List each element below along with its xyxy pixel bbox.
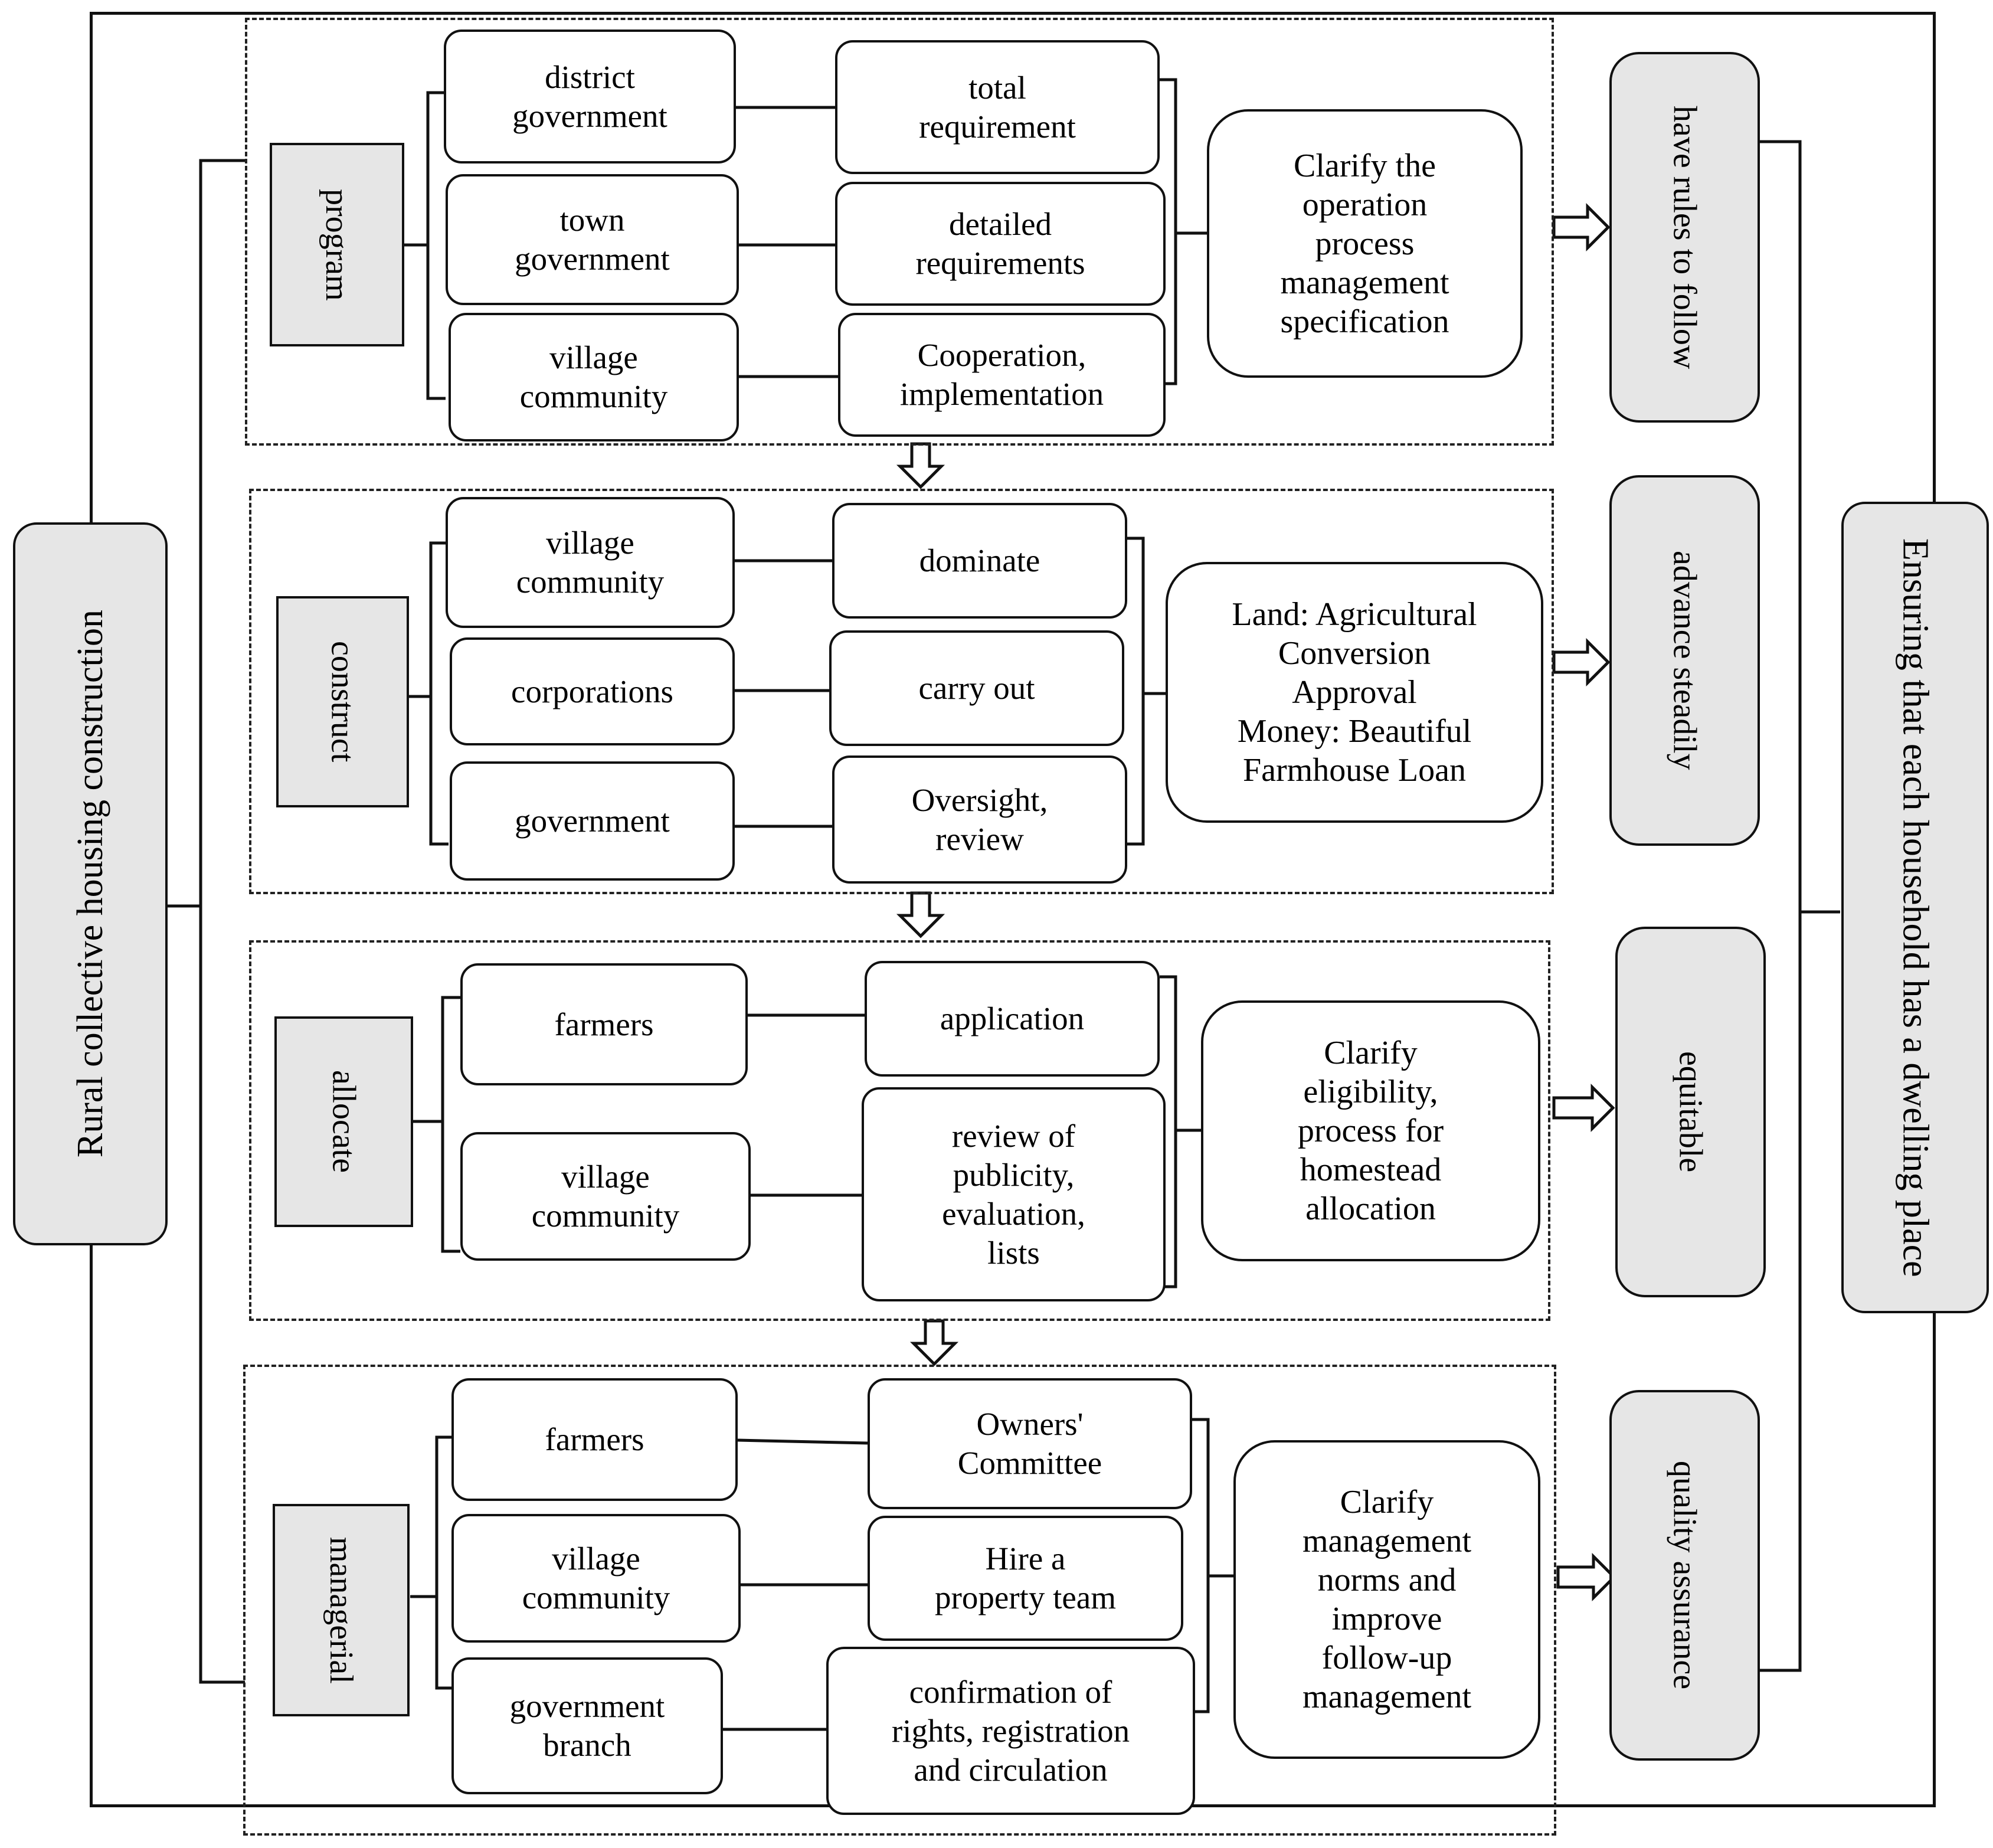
action-owners-committee: Owners' Committee <box>868 1378 1192 1509</box>
action-hire-property-team: Hire a property team <box>868 1516 1183 1641</box>
actor-farmers: farmers <box>451 1378 738 1501</box>
action-application: application <box>865 961 1160 1077</box>
stage-label-allocate: allocate <box>274 1016 413 1227</box>
action-carry-out: carry out <box>829 630 1124 746</box>
stage-managerial <box>243 1365 1556 1836</box>
action-detailed-requirements: detailed requirements <box>835 182 1166 306</box>
stage-label-construct: construct <box>276 596 409 807</box>
goal-advance-steadily: advance steadily <box>1609 475 1760 846</box>
outcome-clarify-eligibility: Clarify eligibility, process for homeste… <box>1201 1000 1540 1261</box>
goal-have-rules: have rules to follow <box>1609 52 1760 423</box>
stage-program <box>245 18 1554 446</box>
stage-label-program: program <box>270 143 404 346</box>
actor-village-community: village community <box>451 1514 741 1643</box>
actor-village-community: village community <box>460 1132 751 1261</box>
action-dominate: dominate <box>832 503 1127 619</box>
actor-government: government <box>450 761 735 881</box>
left-title-box: Rural collective housing construction <box>13 522 168 1245</box>
right-title-box: Ensuring that each household has a dwell… <box>1841 502 1989 1313</box>
outcome-land-money: Land: Agricultural Conversion Approval M… <box>1166 562 1543 823</box>
actor-farmers: farmers <box>460 963 748 1085</box>
outcome-clarify-operation: Clarify the operation process management… <box>1207 109 1523 378</box>
actor-village-community: village community <box>449 313 739 441</box>
goal-equitable: equitable <box>1615 927 1766 1297</box>
action-review-publicity: review of publicity, evaluation, lists <box>862 1087 1166 1301</box>
stage-allocate <box>249 940 1550 1321</box>
outcome-clarify-management: Clarify management norms and improve fol… <box>1233 1440 1540 1759</box>
action-oversight-review: Oversight, review <box>832 755 1127 884</box>
actor-village-community: village community <box>446 497 735 628</box>
right-title: Ensuring that each household has a dwell… <box>1895 538 1936 1277</box>
stage-label-managerial: managerial <box>273 1504 410 1716</box>
action-total-requirement: total requirement <box>835 40 1160 174</box>
action-confirmation-rights: confirmation of rights, registration and… <box>826 1647 1195 1815</box>
action-cooperation-implementation: Cooperation, implementation <box>838 313 1166 437</box>
actor-town-government: town government <box>446 174 739 305</box>
actor-corporations: corporations <box>450 637 735 745</box>
goal-quality-assurance: quality assurance <box>1609 1390 1760 1761</box>
actor-district-government: district government <box>444 30 736 163</box>
left-title: Rural collective housing construction <box>70 610 110 1158</box>
actor-government-branch: government branch <box>451 1657 723 1794</box>
stage-construct <box>249 489 1554 894</box>
